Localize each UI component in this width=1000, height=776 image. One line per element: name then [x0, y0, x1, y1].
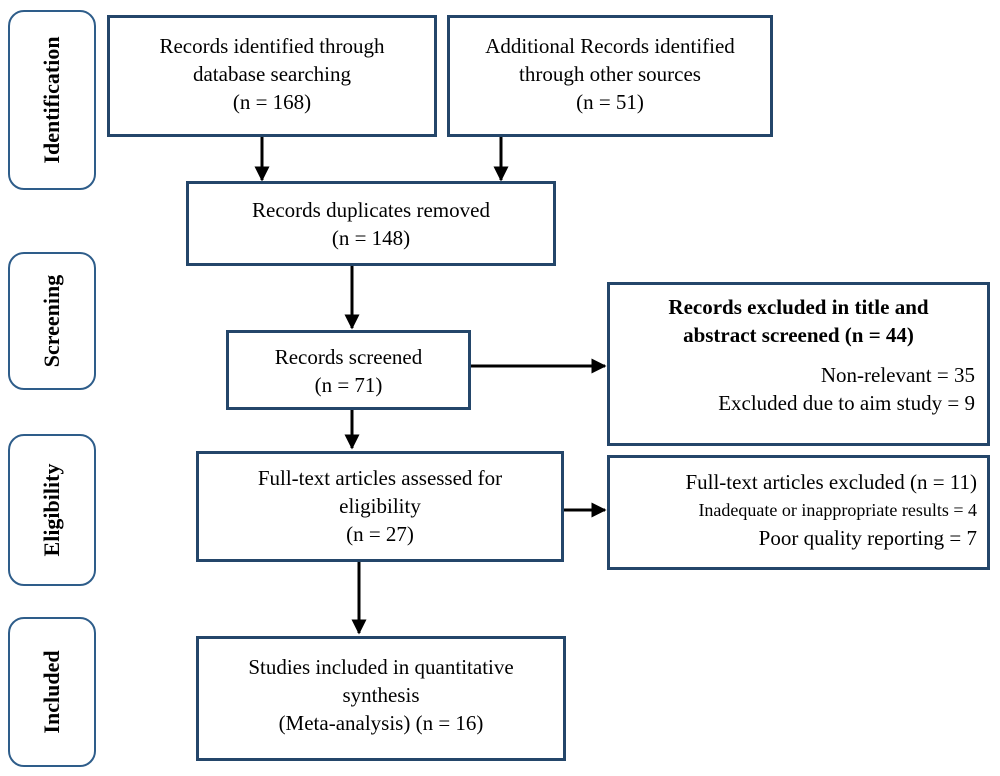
database-line-2: database searching [192, 62, 351, 86]
records-screened-box: Records screened (n = 71) [226, 330, 471, 410]
fulltext-excluded-inadequate: Inadequate or inappropriate results = 4 [698, 500, 977, 520]
fulltext-line-1: Full-text articles assessed for [257, 466, 503, 490]
excluded-title-heading-2: abstract screened (n = 44) [683, 323, 914, 347]
phase-eligibility: Eligibility [8, 434, 96, 586]
included-line-1: Studies included in quantitative [248, 655, 514, 679]
studies-included-box: Studies included in quantitative synthes… [196, 636, 566, 761]
excluded-title-abstract-box: Records excluded in title and abstract s… [607, 282, 990, 446]
other-sources-line-1: Additional Records identified [485, 34, 735, 58]
excluded-non-relevant: Non-relevant = 35 [820, 363, 975, 387]
included-line-2: synthesis [342, 683, 420, 707]
fulltext-excluded-box: Full-text articles excluded (n = 11) Ina… [607, 455, 990, 570]
fulltext-count: (n = 27) [346, 522, 414, 546]
duplicates-removed-box: Records duplicates removed (n = 148) [186, 181, 556, 266]
other-sources-count: (n = 51) [576, 90, 644, 114]
included-count: (Meta-analysis) (n = 16) [278, 711, 484, 735]
phase-included: Included [8, 617, 96, 767]
duplicates-count: (n = 148) [331, 226, 411, 250]
excluded-title-heading-1: Records excluded in title and [668, 295, 929, 319]
fulltext-excluded-heading: Full-text articles excluded (n = 11) [685, 470, 977, 494]
duplicates-line-1: Records duplicates removed [252, 198, 490, 222]
other-sources-box: Additional Records identified through ot… [447, 15, 773, 137]
screened-count: (n = 71) [314, 373, 383, 397]
fulltext-line-2: eligibility [339, 494, 421, 518]
other-sources-line-2: through other sources [519, 62, 701, 86]
excluded-aim-study: Excluded due to aim study = 9 [718, 391, 975, 415]
fulltext-excluded-poor-quality: Poor quality reporting = 7 [758, 526, 977, 550]
phase-identification: Identification [8, 10, 96, 190]
phase-screening: Screening [8, 252, 96, 390]
database-count: (n = 168) [232, 90, 312, 114]
screened-line-1: Records screened [274, 345, 423, 369]
database-line-1: Records identified through [159, 34, 385, 58]
fulltext-assessed-box: Full-text articles assessed for eligibil… [196, 451, 564, 562]
database-records-box: Records identified through database sear… [107, 15, 437, 137]
